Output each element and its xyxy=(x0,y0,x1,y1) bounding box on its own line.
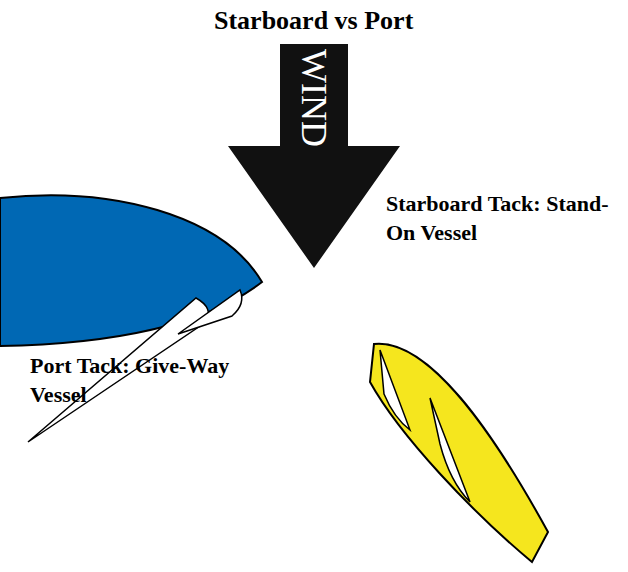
wind-arrow: WIND xyxy=(228,44,400,268)
starboard-boat-sail xyxy=(430,398,470,502)
boat-label: Starboard Tack: Stand-On Vessel xyxy=(386,190,622,247)
port-boat-sail xyxy=(178,290,242,334)
starboard-boat-sail xyxy=(380,350,410,430)
wind-label: WIND xyxy=(296,49,332,147)
arrow-fill xyxy=(228,44,400,268)
starboard-boat-hull xyxy=(370,344,548,562)
port-boat-hull xyxy=(0,195,262,346)
boat-label: Port Tack: Give-Way Vessel xyxy=(30,352,240,409)
diagram-title: Starboard vs Port xyxy=(214,6,413,36)
